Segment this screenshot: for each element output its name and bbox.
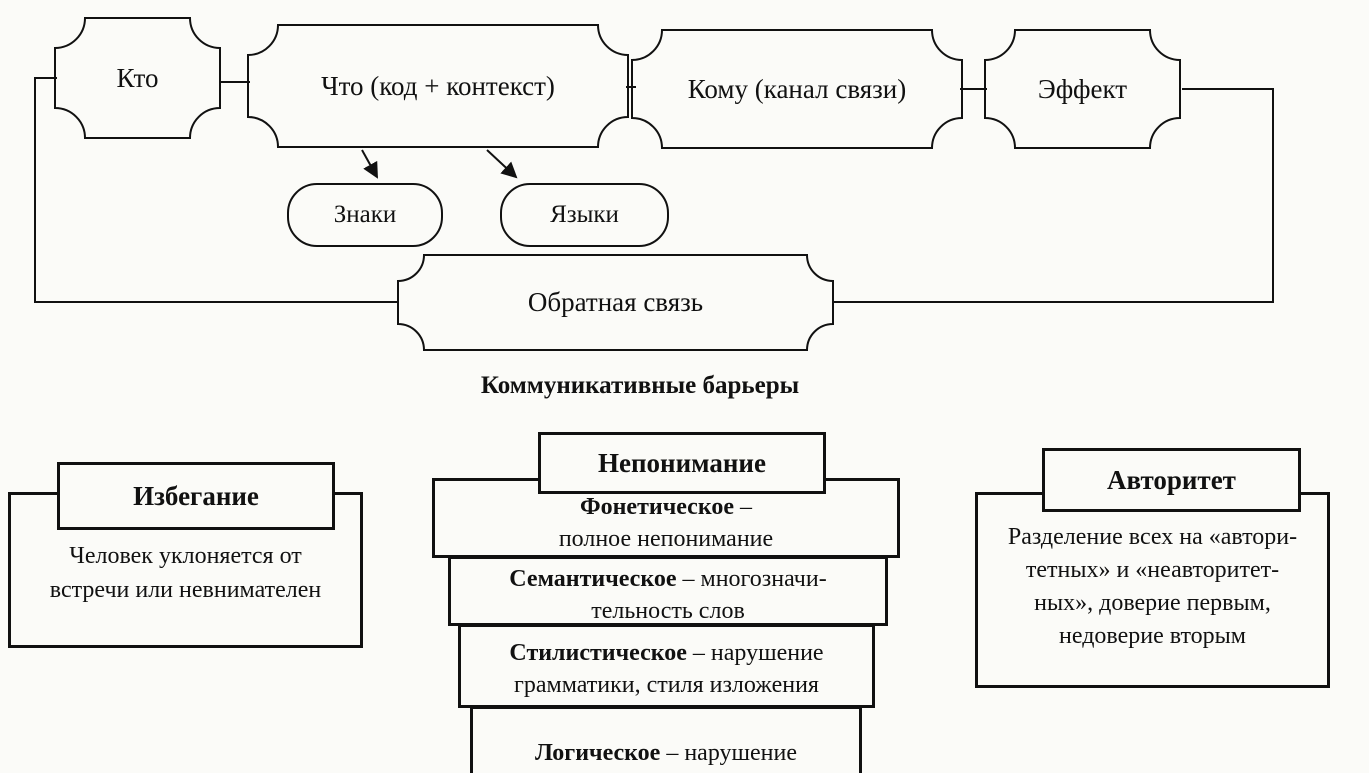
node-feedback: Обратная связь [397,254,834,351]
plaque-outline [631,29,963,149]
avoidance-title-box: Избегание [57,462,335,530]
level-desc: – полное непонимание [558,494,774,552]
node-languages-label: Языки [550,201,619,228]
node-who-label: Кто [116,62,159,93]
node-what-label: Что (код + контекст) [321,70,555,101]
authority-title: Авторитет [1107,464,1236,495]
authority-title-box: Авторитет [1042,448,1301,512]
authority-body-box: Разделение всех на «автори- тетных» и «н… [975,492,1330,688]
misunderstanding-title-box: Непонимание [538,432,826,494]
feedback-line-left [34,77,400,303]
node-signs: Знаки [287,183,443,247]
node-who: Кто [54,17,221,139]
plaque-outline [397,254,834,351]
node-effect-label: Эффект [1037,73,1128,104]
plaque-outline [54,17,221,139]
level-desc: – нарушение грамматики, стиля изложения [514,640,824,698]
node-feedback-label: Обратная связь [527,287,704,317]
arrow-what-signs [361,149,378,179]
level-term: Семантическое [509,566,677,592]
plaque-outline [984,29,1181,149]
feedback-line-right [831,88,1274,303]
misunderstanding-level-logical: Логическое – нарушение [470,706,862,773]
level-desc: – многозначи- тельность слов [591,566,827,624]
level-desc: – нарушение [660,740,797,766]
node-languages: Языки [500,183,669,247]
node-what: Что (код + контекст) [247,24,629,148]
avoidance-body-text: Человек уклоняется от встречи или невним… [49,543,322,603]
authority-body-text: Разделение всех на «автори- тетных» и «н… [1007,524,1298,649]
barriers-heading: Коммуникативные барьеры [480,372,800,399]
level-term: Логическое [535,740,661,766]
misunderstanding-level-semantic: Семантическое – многозначи- тельность сл… [448,556,888,626]
node-to-whom-label: Кому (канал связи) [687,73,907,104]
node-effect: Эффект [984,29,1181,149]
node-signs-label: Знаки [333,201,397,228]
misunderstanding-level-stylistic: Стилистическое – нарушение грамматики, с… [458,624,875,708]
misunderstanding-title: Непонимание [598,447,766,478]
plaque-outline [247,24,629,148]
level-term: Фонетическое [579,494,734,520]
level-term: Стилистическое [509,640,687,666]
node-to-whom: Кому (канал связи) [631,29,963,149]
arrow-what-languages [486,149,518,179]
avoidance-title: Избегание [133,480,259,511]
